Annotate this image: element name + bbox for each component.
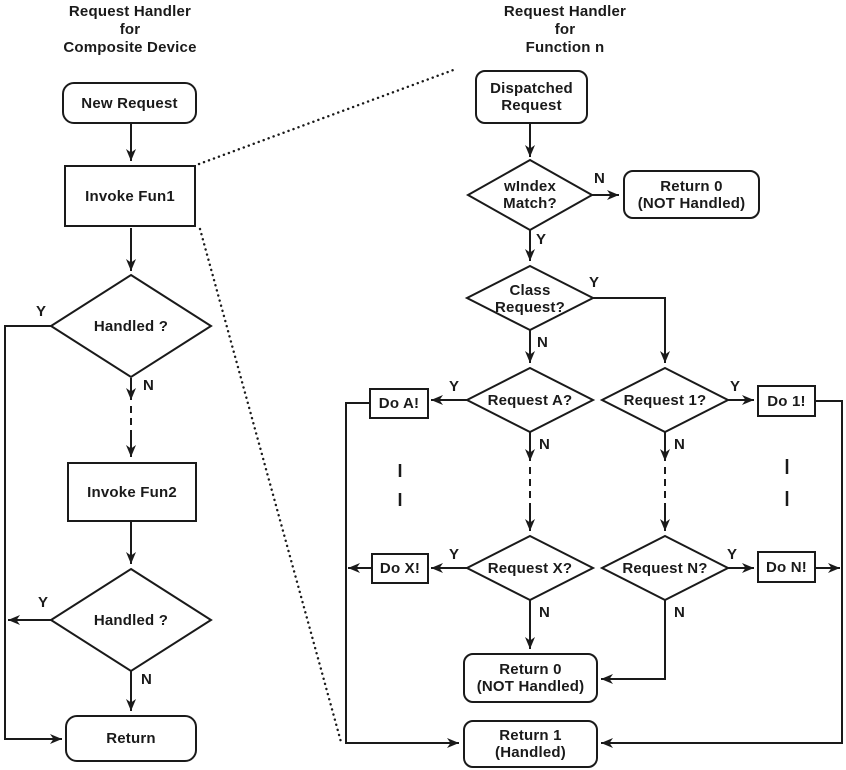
node-return-1: Return 1 (Handled) xyxy=(463,720,598,768)
node-return-0-bottom: Return 0 (NOT Handled) xyxy=(463,653,598,703)
diamond-request-a xyxy=(464,366,596,434)
branch-handled2-no: N xyxy=(141,671,152,688)
branch-requestx-yes: Y xyxy=(449,546,460,563)
node-dispatched-request: Dispatched Request xyxy=(475,70,588,124)
branch-class-yes: Y xyxy=(589,274,600,291)
diamond-handled-1 xyxy=(49,273,213,379)
branch-requestn-yes: Y xyxy=(727,546,738,563)
node-return: Return xyxy=(65,715,197,762)
label-request-1: Request 1? xyxy=(623,391,707,409)
edge-requestn-no-to-return0bottom xyxy=(601,600,666,684)
branch-class-no: N xyxy=(537,334,548,351)
right-chart-title: Request Handler for Function n xyxy=(503,3,627,56)
diamond-handled-2 xyxy=(49,567,213,673)
branch-request1-no: N xyxy=(674,436,685,453)
node-invoke-fun1: Invoke Fun1 xyxy=(64,165,196,227)
node-return-0-top: Return 0 (NOT Handled) xyxy=(623,170,760,219)
diamond-windex-match xyxy=(465,158,595,232)
edge-do1-to-return1 xyxy=(601,400,843,748)
edge-doa-to-return1 xyxy=(345,402,459,748)
branch-handled2-yes: Y xyxy=(38,594,49,611)
branch-handled1-yes: Y xyxy=(36,303,47,320)
node-do-a: Do A! xyxy=(369,388,429,419)
branch-windex-yes: Y xyxy=(536,231,547,248)
branch-request1-yes: Y xyxy=(730,378,741,395)
branch-handled1-no: N xyxy=(143,377,154,394)
branch-requestn-no: N xyxy=(674,604,685,621)
branch-requesta-yes: Y xyxy=(449,378,460,395)
node-new-request: New Request xyxy=(62,82,197,124)
label-class-request: Class Request? xyxy=(495,281,565,316)
edge-handled1-yes-to-return xyxy=(4,325,62,744)
branch-windex-no: N xyxy=(594,170,605,187)
node-invoke-fun2: Invoke Fun2 xyxy=(67,462,197,522)
zoom-line-bottom xyxy=(198,227,343,744)
label-handled-1: Handled ? xyxy=(93,317,169,335)
label-request-x: Request X? xyxy=(487,559,573,577)
edge-class-yes-to-request1 xyxy=(593,297,670,363)
node-do-x: Do X! xyxy=(371,553,429,584)
diamond-request-x xyxy=(464,534,596,602)
label-windex-match: wIndex Match? xyxy=(503,178,557,212)
branch-requestx-no: N xyxy=(539,604,550,621)
diamond-request-1 xyxy=(599,366,731,434)
diamond-request-n xyxy=(599,534,731,602)
node-do-n: Do N! xyxy=(757,551,816,583)
node-do-1: Do 1! xyxy=(757,385,816,417)
label-request-n: Request N? xyxy=(622,559,708,577)
diamond-class-request xyxy=(464,264,596,332)
label-handled-2: Handled ? xyxy=(93,611,169,629)
label-request-a: Request A? xyxy=(487,391,573,409)
zoom-line-top xyxy=(197,67,458,166)
left-chart-title: Request Handler for Composite Device xyxy=(63,3,197,56)
branch-requesta-no: N xyxy=(539,436,550,453)
